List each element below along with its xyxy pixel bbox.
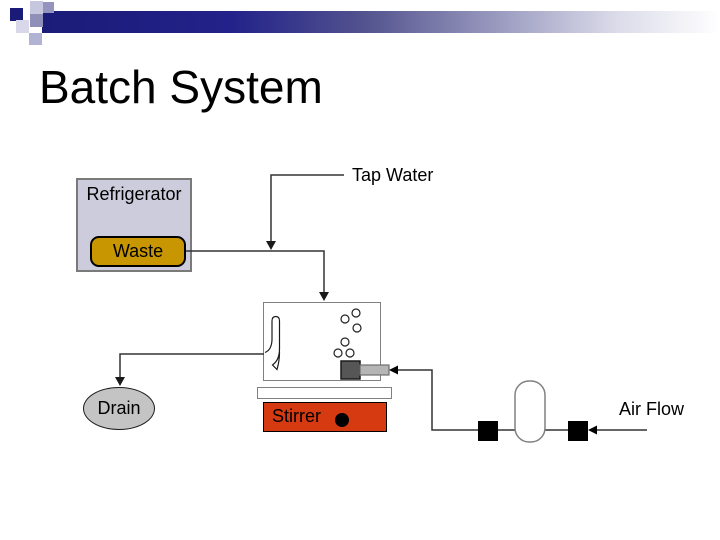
decor-square-navy (10, 8, 23, 21)
header-gradient-bar (42, 11, 720, 33)
vessel-inlet-arrowhead-icon (319, 292, 329, 301)
sparger-arrowhead-icon (389, 365, 398, 375)
stirrer-label: Stirrer (272, 406, 321, 426)
air-line (398, 369, 647, 431)
sparger-tube-icon (359, 364, 390, 376)
slide-title: Batch System (39, 61, 323, 113)
decor-square-lavender-bottom (29, 33, 42, 45)
air-flow-label: Air Flow (619, 399, 685, 419)
stirrer-box: Stirrer (263, 402, 387, 432)
stirrer-knob-icon (335, 413, 349, 427)
bubbles-icon (333, 308, 362, 358)
air-flow-arrowhead-icon (588, 425, 597, 435)
drain-line (119, 353, 264, 378)
decor-square-slate-mid (30, 14, 43, 27)
drain-ellipse: Drain (83, 387, 155, 430)
decor-square-lavender-top (30, 1, 43, 14)
drain-arrowhead-icon (115, 377, 125, 386)
air-filter-capsule (514, 380, 546, 443)
support-plate (257, 387, 392, 399)
sparger-block-icon (340, 360, 361, 380)
valve-right-icon (568, 421, 588, 441)
tap-water-label: Tap Water (352, 165, 434, 185)
tap-water-line (270, 174, 344, 242)
drain-label: Drain (97, 398, 141, 418)
tap-water-arrowhead-icon (266, 241, 276, 250)
valve-left-icon (478, 421, 498, 441)
waste-box: Waste (90, 236, 186, 267)
decor-square-light (16, 20, 29, 33)
siphon-tube-icon (264, 315, 281, 371)
waste-label: Waste (112, 241, 164, 261)
waste-line (186, 250, 325, 293)
decor-square-slate-top (43, 2, 54, 13)
refrigerator-label: Refrigerator (86, 184, 182, 204)
